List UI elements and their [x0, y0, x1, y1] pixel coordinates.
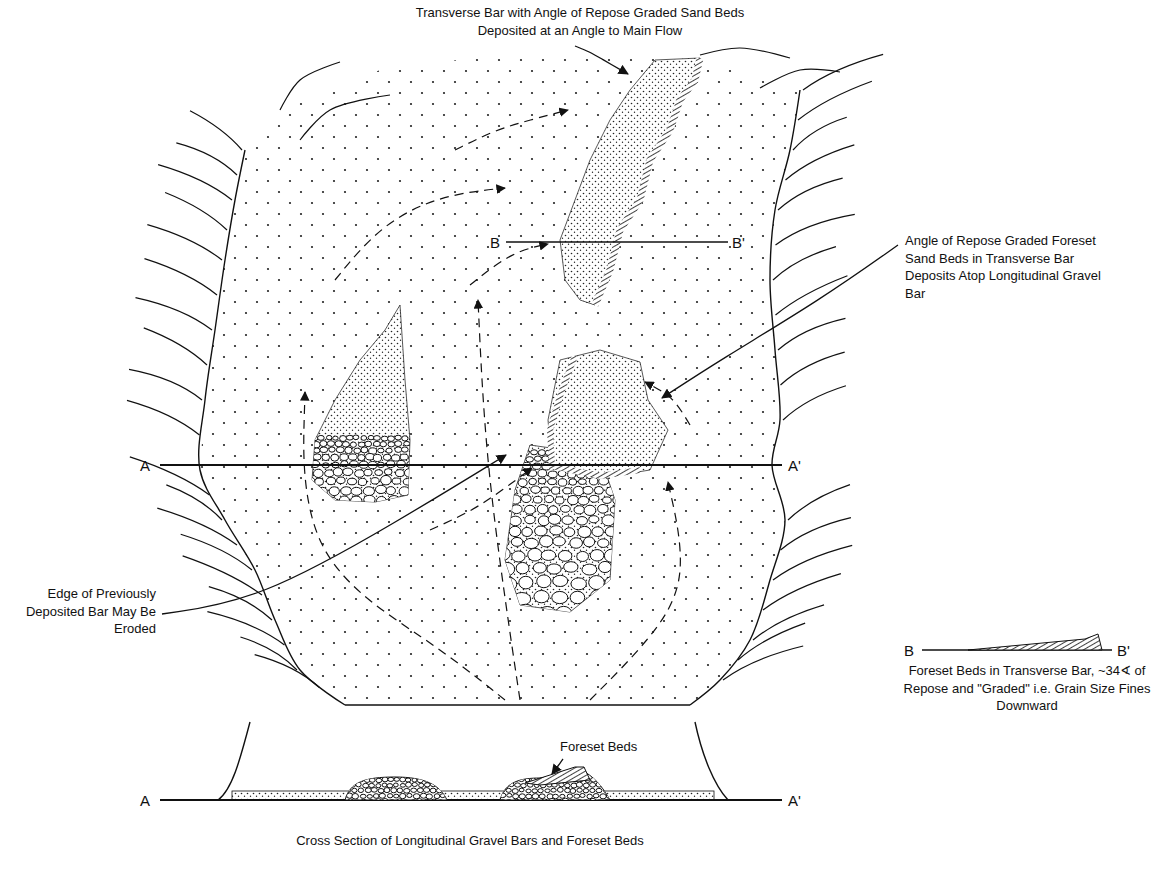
sand-layer [232, 791, 714, 800]
label-text: Cross Section of Longitudinal Gravel Bar… [296, 833, 644, 848]
foreset-beds [525, 767, 590, 785]
annotation: Cross Section of Longitudinal Gravel Bar… [220, 832, 720, 850]
label-text: B [490, 234, 500, 251]
longitudinal-gravel-bar [301, 305, 418, 505]
annotation: Edge of Previously Deposited Bar May Be … [6, 585, 156, 638]
foreset-beds [595, 58, 700, 305]
transverse-bar-sand [548, 350, 668, 478]
flow-arrow [478, 300, 520, 700]
flow-arrow [304, 392, 505, 700]
section-letter: A' [788, 791, 810, 811]
label-text: B' [1117, 642, 1130, 659]
label-text: Foreset Beds in Transverse Bar, ~34∢ of … [904, 663, 1151, 713]
flow-arrow [430, 468, 532, 530]
annotation: Transverse Bar with Angle of Repose Grad… [405, 4, 755, 39]
bank-profile [695, 722, 728, 800]
label-text: Foreset Beds [560, 739, 637, 754]
channel-bottom [345, 704, 690, 705]
label-text: Transverse Bar with Angle of Repose Grad… [416, 5, 744, 38]
label-text: Edge of Previously Deposited Bar May Be … [26, 586, 156, 636]
label-text: A' [788, 457, 801, 474]
section-letter: A [136, 791, 154, 811]
section-letter: B [900, 641, 918, 661]
foreset-beds [550, 356, 640, 476]
bank-hachures [127, 48, 883, 688]
transverse-bar [560, 58, 700, 305]
label-text: A' [788, 792, 801, 809]
section-letter: B' [1117, 641, 1139, 661]
label-text: A [140, 457, 150, 474]
annotation: Angle of Repose Graded Foreset Sand Beds… [905, 232, 1120, 302]
flow-arrow [645, 382, 690, 425]
right-bank [690, 90, 800, 705]
section-line [160, 464, 782, 466]
flow-arrow [335, 188, 505, 280]
annotation: Foreset Beds [560, 738, 660, 756]
sand-channel [200, 52, 800, 705]
foreset-beds [968, 634, 1102, 650]
section-letter: A' [788, 456, 810, 476]
bank-profile [218, 722, 250, 800]
label-text: B [904, 642, 914, 659]
label-text: Angle of Repose Graded Foreset Sand Beds… [905, 233, 1101, 301]
annotation: Foreset Beds in Transverse Bar, ~34∢ of … [898, 662, 1156, 715]
flow-arrow [470, 244, 548, 285]
label-text: A [140, 792, 150, 809]
section-letter: B [487, 233, 503, 253]
leader-line [662, 245, 898, 398]
flow-arrow [590, 482, 680, 700]
label-text: B' [732, 234, 745, 251]
flow-arrow [455, 110, 568, 150]
leader-line [162, 455, 506, 614]
section-letter: A [136, 456, 154, 476]
leader-line [575, 46, 628, 74]
section-letter: B' [732, 233, 752, 253]
section-line [506, 241, 728, 242]
section-baseline [160, 799, 782, 801]
